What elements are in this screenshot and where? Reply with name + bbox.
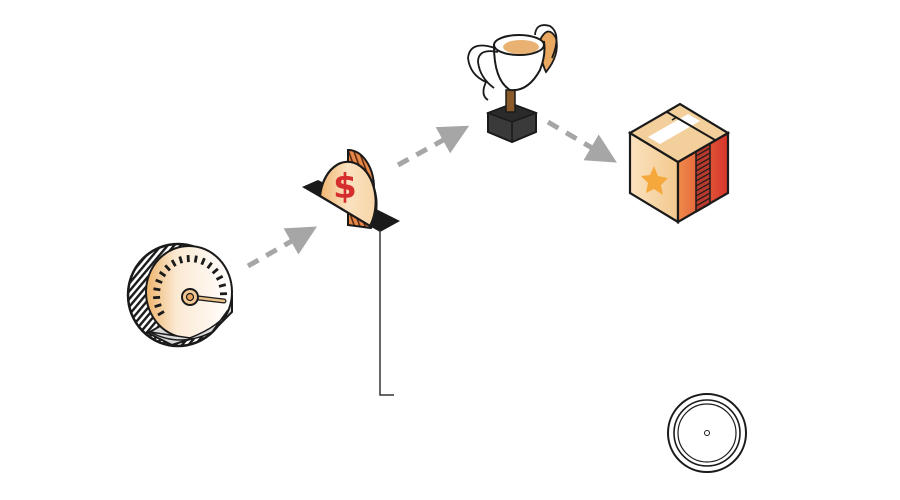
gauge-tick <box>200 257 206 266</box>
gauge-tick <box>154 303 162 309</box>
gauge-tick <box>193 255 198 263</box>
gauge-tick <box>206 261 213 270</box>
target-circle-icon <box>667 393 747 473</box>
gauge-tick <box>157 310 165 317</box>
ribbon-stripe <box>695 192 711 202</box>
ribbon-stripe <box>695 172 711 182</box>
ribbon-stripe <box>695 187 711 197</box>
flow-arrow-3 <box>546 119 617 163</box>
gauge-tick <box>218 283 227 288</box>
ribbon-stripe <box>695 152 711 162</box>
gauge-tick <box>170 259 177 267</box>
speedometer-icon <box>126 242 233 348</box>
flow-arrow-1 <box>246 226 318 269</box>
gauge-tick <box>153 287 161 292</box>
connector-line <box>379 230 394 396</box>
gauge-tick <box>215 274 224 281</box>
ribbon-stripe <box>695 157 711 167</box>
ribbon-stripe <box>695 197 711 207</box>
gauge-tick <box>164 264 171 272</box>
gauge-tick <box>178 256 184 264</box>
ribbon-stripe <box>695 147 711 157</box>
ribbon-stripe <box>695 202 711 212</box>
ribbon-stripe <box>695 182 711 192</box>
ribbon-stripe <box>695 177 711 187</box>
flow-arrow-2 <box>396 125 470 168</box>
ribbon-stripe <box>695 162 711 172</box>
ribbon-stripe <box>695 167 711 177</box>
trophy-icon <box>467 24 558 144</box>
gauge-tick <box>158 270 167 278</box>
dollar-sign: $ <box>333 167 357 207</box>
coin-slot-icon: $ <box>302 148 400 396</box>
gift-box-icon <box>627 102 731 224</box>
gauge-tick <box>155 278 163 284</box>
gauge-tick <box>211 267 219 275</box>
